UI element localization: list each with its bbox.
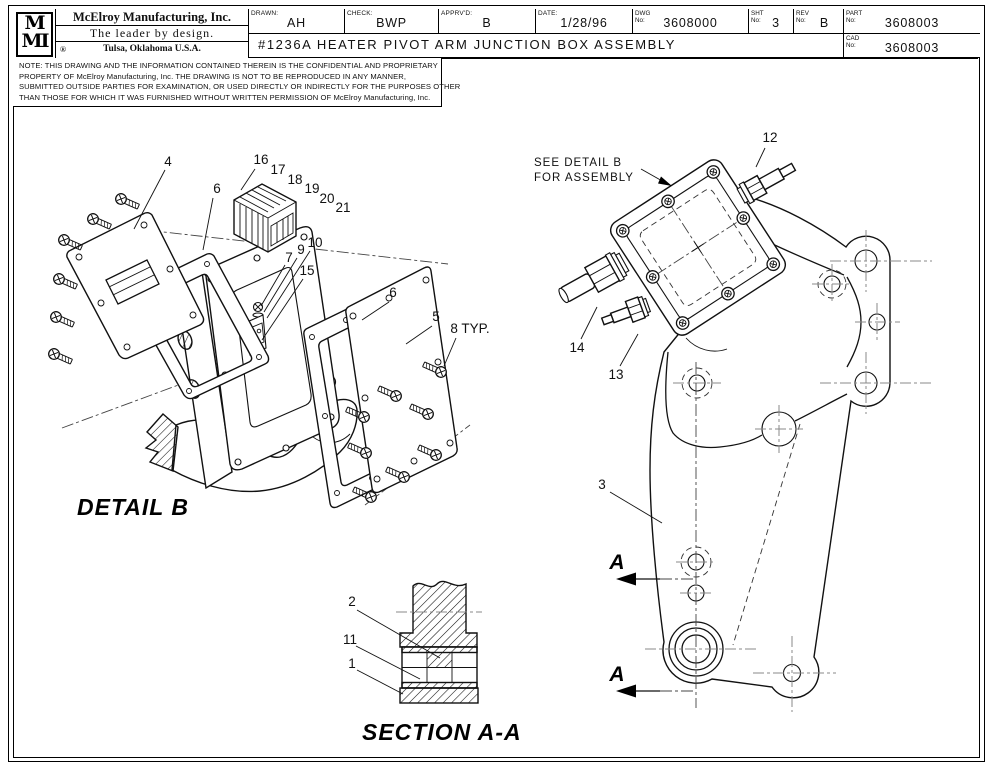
note-line-1: NOTE: THIS DRAWING AND THE INFORMATION C… bbox=[19, 61, 438, 70]
callout-13: 13 bbox=[608, 367, 623, 382]
detail-b-view: 4 6 16 17 18 19 20 21 7 9 10 15 6 5 8 TY… bbox=[46, 152, 490, 520]
section-arrows: A A bbox=[608, 551, 696, 698]
registered-mark: ® bbox=[60, 45, 66, 54]
callout-17: 17 bbox=[270, 162, 285, 177]
field-apprvd: APPRV'D: B bbox=[438, 9, 535, 34]
assembly-annotations: SEE DETAIL B FOR ASSEMBLY 12 14 13 3 bbox=[534, 130, 778, 524]
sheet-border-outer bbox=[8, 5, 985, 762]
callout-10: 10 bbox=[307, 235, 322, 250]
date-value: 1/28/96 bbox=[560, 16, 608, 30]
company-location: Tulsa, Oklahoma U.S.A. bbox=[103, 44, 201, 54]
drawn-value: AH bbox=[287, 16, 306, 30]
section-letter-bottom: A bbox=[608, 663, 624, 686]
title-block: M MI McElroy Manufacturing, Inc. The lea… bbox=[13, 9, 980, 59]
callout-3: 3 bbox=[598, 477, 606, 492]
date-label: DATE: bbox=[538, 10, 558, 17]
callout-21: 21 bbox=[335, 200, 350, 215]
drawing-title: #1236A HEATER PIVOT ARM JUNCTION BOX ASS… bbox=[248, 33, 843, 58]
pivot-arm bbox=[645, 195, 932, 712]
dwg-value: 3608000 bbox=[663, 16, 718, 30]
callout-11: 11 bbox=[343, 632, 357, 647]
section-aa-label: SECTION A-A bbox=[362, 719, 522, 745]
check-label: CHECK: bbox=[347, 10, 373, 17]
company-name: McElroy Manufacturing, Inc. bbox=[56, 9, 248, 26]
rev-value: B bbox=[819, 16, 830, 30]
junction-box-face bbox=[203, 225, 340, 471]
note-line-4: THAN THOSE FOR WHICH IT WAS FURNISHED WI… bbox=[19, 92, 431, 102]
apprvd-label: APPRV'D: bbox=[441, 10, 473, 17]
section-arrowhead bbox=[616, 572, 636, 586]
note-arrowhead bbox=[658, 176, 672, 186]
note-line-3: SUBMITTED OUTSIDE PARTIES FOR EXAMINATIO… bbox=[19, 82, 461, 92]
field-check: CHECK: BWP bbox=[344, 9, 438, 34]
logo-letter-m: M bbox=[24, 12, 45, 34]
callout-1: 1 bbox=[348, 656, 356, 671]
logo-letters-mi: MI bbox=[21, 30, 50, 52]
check-value: BWP bbox=[376, 16, 407, 30]
plate-section bbox=[399, 687, 479, 704]
callout-12: 12 bbox=[762, 130, 777, 145]
box-opening bbox=[232, 266, 312, 428]
plate-louver bbox=[105, 259, 160, 305]
callout-6b: 6 bbox=[389, 285, 397, 300]
proprietary-note: NOTE: THIS DRAWING AND THE INFORMATION C… bbox=[13, 58, 461, 107]
callout-2: 2 bbox=[348, 594, 356, 609]
part-value: 3608003 bbox=[884, 16, 940, 30]
hidden-edge bbox=[732, 423, 801, 646]
junction-box-assembled bbox=[609, 159, 787, 336]
callout-16: 16 bbox=[253, 152, 268, 167]
callout-5: 5 bbox=[432, 309, 440, 324]
break-face-hatch bbox=[144, 413, 179, 472]
cable-gland-13 bbox=[600, 295, 652, 326]
explosion-axis-line bbox=[127, 227, 449, 265]
terminal-block bbox=[233, 183, 297, 253]
section-letter-top: A bbox=[608, 551, 624, 574]
company-location-row: ® Tulsa, Oklahoma U.S.A. bbox=[56, 42, 248, 57]
callout-15: 15 bbox=[299, 263, 314, 278]
see-detail-note-line2: FOR ASSEMBLY bbox=[534, 172, 634, 184]
sht-value: 3 bbox=[772, 16, 780, 30]
drawn-label: DRAWN: bbox=[251, 10, 279, 17]
company-block: McElroy Manufacturing, Inc. The leader b… bbox=[55, 9, 248, 58]
detail-b-leaders bbox=[133, 168, 457, 367]
outer-plate bbox=[345, 266, 458, 494]
see-detail-note-line1: SEE DETAIL B bbox=[534, 157, 622, 169]
callout-6: 6 bbox=[213, 181, 221, 196]
callout-19: 19 bbox=[304, 181, 319, 196]
detail-b-label: DETAIL B bbox=[77, 494, 189, 520]
cable-gland-14 bbox=[558, 251, 630, 304]
arm-section-hatch bbox=[399, 580, 478, 648]
company-logo: M MI bbox=[13, 9, 55, 58]
apprvd-value: B bbox=[482, 16, 492, 30]
assembly-view: A A SEE DETAIL B FOR ASSEMBLY 12 14 13 3 bbox=[534, 130, 932, 712]
callout-14: 14 bbox=[569, 340, 585, 355]
field-date: DATE: 1/28/96 bbox=[535, 9, 632, 34]
callout-4: 4 bbox=[164, 154, 172, 169]
cable-gland-12 bbox=[736, 162, 797, 205]
centerlines bbox=[645, 230, 932, 712]
cover-plate bbox=[66, 212, 205, 360]
note-line-2: PROPERTY OF McElroy Manufacturing, Inc. … bbox=[19, 71, 407, 81]
section-arrowhead bbox=[616, 684, 636, 698]
cad-value: 3608003 bbox=[884, 40, 940, 55]
callout-9: 9 bbox=[297, 242, 305, 257]
company-tagline: The leader by design. bbox=[56, 26, 248, 42]
callout-18: 18 bbox=[287, 172, 302, 187]
section-aa-view: 2 11 1 SECTION A-A bbox=[343, 580, 522, 745]
field-drawn: DRAWN: AH bbox=[248, 9, 344, 34]
callout-20: 20 bbox=[319, 191, 334, 206]
callout-7: 7 bbox=[285, 250, 293, 265]
callout-8-typ: 8 TYP. bbox=[450, 321, 489, 336]
